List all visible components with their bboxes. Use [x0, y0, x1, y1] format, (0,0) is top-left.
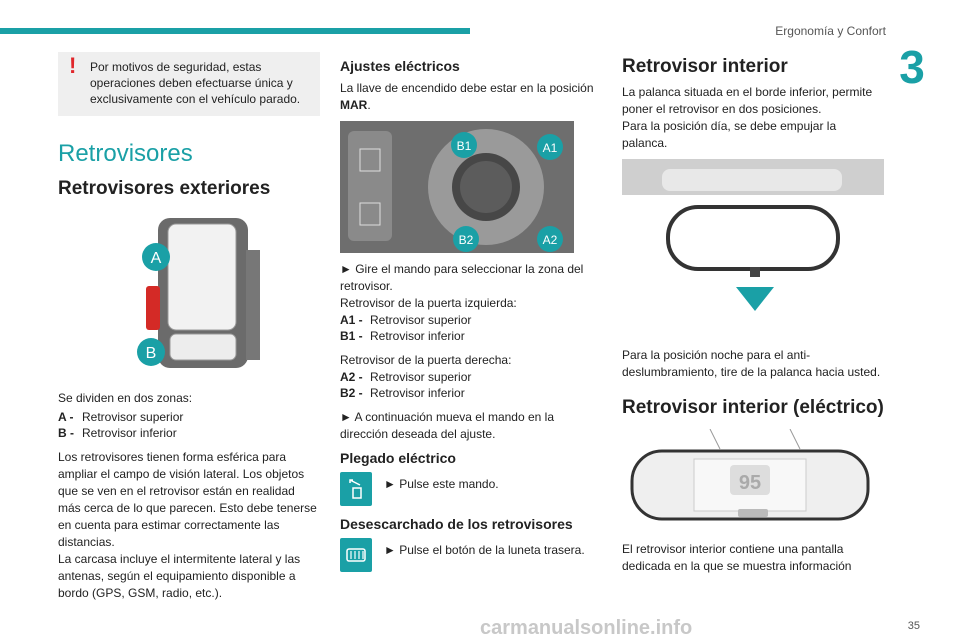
right-a2: A2 -Retrovisor superior — [340, 370, 472, 384]
section-title: Retrovisores — [58, 140, 193, 167]
folding-row: ► Pulse este mando. — [340, 472, 602, 506]
zone-a: A -Retrovisor superior — [58, 410, 184, 424]
night-position-text: Para la posición noche para el anti-desl… — [622, 348, 881, 379]
folding-text: ► Pulse este mando. — [384, 477, 499, 491]
title-defrost: Desescarchado de los retrovisores — [340, 516, 573, 532]
zones-intro: Se dividen en dos zonas: — [58, 391, 193, 405]
title-folding: Plegado eléctrico — [340, 450, 456, 466]
electric-mirror-illustration: 95 — [630, 429, 870, 521]
watermark: carmanualsonline.info — [480, 617, 693, 639]
housing-description: La carcasa incluye el intermitente later… — [58, 552, 301, 600]
label-b1: B1 — [457, 139, 472, 153]
display-value: 95 — [739, 472, 761, 494]
label-a: A — [151, 250, 162, 267]
label-a2: A2 — [543, 233, 558, 247]
warning-text: Por motivos de seguridad, estas operacio… — [90, 60, 301, 106]
header-title: Ergonomía y Confort — [775, 24, 886, 38]
defrost-row: ► Pulse el botón de la luneta trasera. — [340, 538, 602, 572]
column-3: Retrovisor interior La palanca situada e… — [622, 52, 884, 582]
rear-defrost-icon — [340, 538, 372, 572]
electric-mirror-text: El retrovisor interior contiene una pant… — [622, 542, 852, 573]
subsection-title-exterior: Retrovisores exteriores — [58, 178, 271, 199]
mirror-description: Los retrovisores tienen forma esférica p… — [58, 450, 317, 549]
mirror-fold-icon — [340, 472, 372, 506]
header-accent-bar — [0, 28, 470, 34]
exterior-mirror-illustration: A B — [137, 218, 260, 368]
label-a1: A1 — [543, 141, 558, 155]
right-b2: B2 -Retrovisor inferior — [340, 386, 465, 400]
zones-list: A -Retrovisor superior B -Retrovisor inf… — [58, 409, 320, 441]
label-b: B — [146, 345, 157, 362]
label-b2: B2 — [459, 233, 474, 247]
chapter-number: 3 — [899, 41, 925, 93]
right-door-list: A2 -Retrovisor superior B2 -Retrovisor i… — [340, 369, 602, 401]
safety-warning: ! Por motivos de seguridad, estas operac… — [58, 52, 320, 116]
move-instruction: ► A continuación mueva el mando en la di… — [340, 410, 555, 441]
right-door-heading: Retrovisor de la puerta derecha: — [340, 353, 512, 367]
left-b1: B1 -Retrovisor inferior — [340, 329, 465, 343]
column-2: Ajustes eléctricos La llave de encendido… — [340, 52, 602, 582]
ignition-note: La llave de encendido debe estar en la p… — [340, 81, 594, 112]
defrost-text: ► Pulse el botón de la luneta trasera. — [384, 543, 585, 557]
title-electric-adjust: Ajustes eléctricos — [340, 58, 460, 74]
turn-instruction: ► Gire el mando para seleccionar la zona… — [340, 262, 584, 293]
page-number: 35 — [907, 620, 920, 632]
left-door-list: A1 -Retrovisor superior B1 -Retrovisor i… — [340, 312, 602, 344]
inner-mirror-intro: La palanca situada en el borde inferior,… — [622, 85, 873, 116]
title-inner-mirror: Retrovisor interior — [622, 56, 788, 77]
inner-mirror-illustration — [622, 159, 884, 311]
day-position-text: Para la posición día, se debe empujar la… — [622, 119, 837, 150]
mirror-control-knob-illustration: B1 A1 B2 A2 — [340, 121, 574, 253]
warning-icon: ! — [69, 53, 77, 78]
zone-b: B -Retrovisor inferior — [58, 426, 177, 440]
left-a1: A1 -Retrovisor superior — [340, 313, 472, 327]
title-inner-electric: Retrovisor interior (eléctrico) — [622, 397, 884, 418]
left-door-heading: Retrovisor de la puerta izquierda: — [340, 296, 517, 310]
column-1: ! Por motivos de seguridad, estas operac… — [58, 52, 320, 609]
